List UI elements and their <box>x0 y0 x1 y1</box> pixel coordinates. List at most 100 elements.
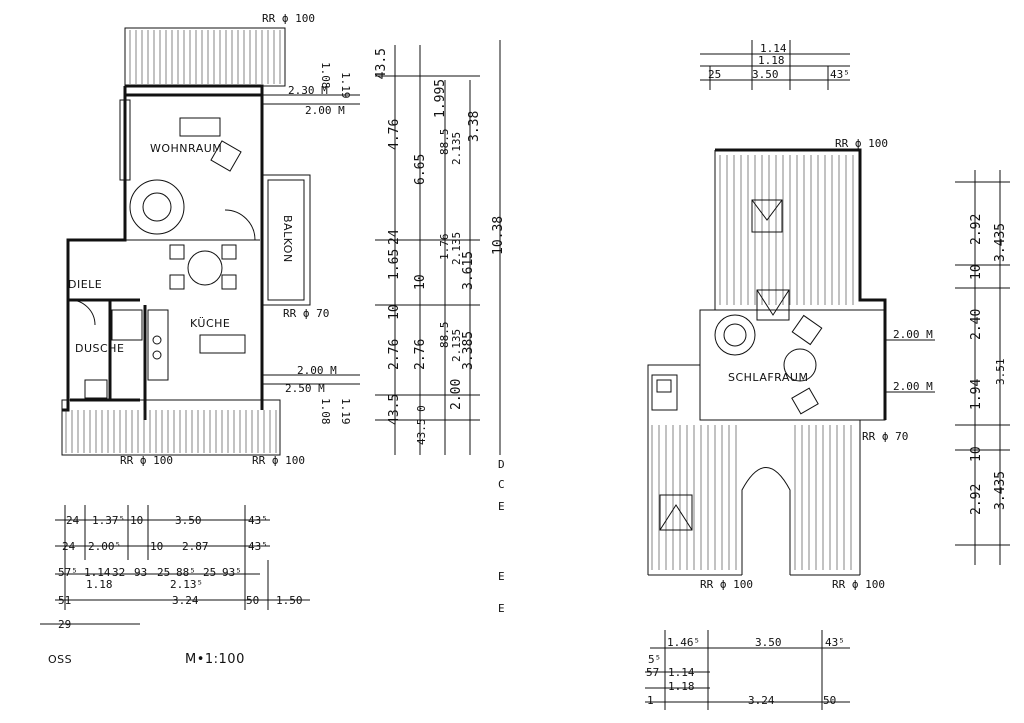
dim-text: 1.08 <box>319 398 332 425</box>
dim-text: 3.24 <box>172 594 199 607</box>
dim-text: 1.76 <box>438 234 451 261</box>
dim-text: 10 <box>150 540 163 553</box>
balkon-outline <box>261 174 311 306</box>
dim-text: 3.51 <box>994 359 1007 386</box>
right-vertical-dimension-chains <box>955 170 1010 565</box>
pipe-label: RR ϕ 100 <box>700 578 753 591</box>
dim-text: 2.00 M <box>297 364 337 377</box>
dim-text: 6.65 <box>413 154 428 185</box>
dim-text: 10 <box>969 264 984 280</box>
bedroom-furniture <box>714 314 756 356</box>
dim-text: 43⁵ <box>248 514 268 527</box>
margin-marks: D C E E E <box>498 458 505 615</box>
pipe-label: RR ϕ 100 <box>832 578 885 591</box>
margin-mark: C <box>498 478 505 491</box>
dim-text: 10.38 <box>491 216 506 255</box>
dining-table <box>187 250 223 286</box>
right-floor-plan: 1.14 1.18 25 3.50 43⁵ SCHLAFRAUM RR ϕ 10… <box>645 40 1010 710</box>
dim-text: 2.135 <box>450 329 463 362</box>
dim-text: 88.5 <box>438 322 451 349</box>
dim-text: 1.14 <box>760 42 787 55</box>
armchair <box>210 140 242 172</box>
dim-text: 3.50 <box>175 514 202 527</box>
margin-mark: E <box>498 570 505 583</box>
horizontal-dimension-chains <box>40 505 310 625</box>
dim-text: 3.38 <box>467 111 482 142</box>
dim-text: 24 <box>62 540 76 553</box>
dim-text: 32 <box>112 566 125 579</box>
dim-text: 4.76 <box>387 119 402 150</box>
pipe-label: RR ϕ 100 <box>120 454 173 467</box>
dim-text: 10 <box>130 514 143 527</box>
roof-hatch <box>651 155 854 570</box>
shower-tray <box>111 309 143 341</box>
top-balcony-hatch <box>124 27 286 87</box>
dim-text: 50 <box>246 594 259 607</box>
pipe-label: RR ϕ 100 <box>262 12 315 25</box>
dim-text: 1.18 <box>668 680 695 693</box>
dim-text: 1.19 <box>339 398 352 425</box>
dim-text: 1.14 <box>668 666 695 679</box>
dim-text: 2.00 <box>449 379 464 410</box>
dim-text: 1 <box>647 694 654 707</box>
dim-text: 51 <box>58 594 71 607</box>
dim-text: 2.00⁵ <box>88 540 121 553</box>
pipe-label: RR ϕ 70 <box>862 430 908 443</box>
dim-text: 3.385 <box>461 331 476 370</box>
room-label-schlafraum: SCHLAFRAUM <box>728 371 808 384</box>
dim-text: 2.40 <box>969 309 984 340</box>
dim-text: 1.19 <box>339 72 352 99</box>
dim-text: 57 <box>646 666 659 679</box>
skylight <box>751 199 783 233</box>
dim-text: 93 <box>134 566 147 579</box>
dim-text: 1.18 <box>758 54 785 67</box>
margin-mark: E <box>498 500 505 513</box>
dim-text: 24 <box>387 229 402 245</box>
dim-text: 2.00 M <box>893 328 933 341</box>
dim-text: 43⁵ <box>830 68 850 81</box>
dim-text: 2.13⁵ <box>170 578 203 591</box>
dim-text: 5⁵ <box>648 653 661 666</box>
margin-mark: D <box>498 458 505 471</box>
dim-text: 2.50 M <box>285 382 325 395</box>
dim-text: 50 <box>823 694 836 707</box>
dim-text: 2.135 <box>450 232 463 265</box>
pipe-label: RR ϕ 100 <box>252 454 305 467</box>
dim-text: 1.18 <box>86 578 113 591</box>
room-label-kueche: KÜCHE <box>190 317 230 330</box>
dim-text: 1.37⁵ <box>92 514 125 527</box>
dim-text: 3.615 <box>461 251 476 290</box>
dim-text: 3.435 <box>993 471 1008 510</box>
dim-text: 93⁵ <box>222 566 242 579</box>
vertical-dimension-chains <box>375 40 501 455</box>
dim-text: 3.24 <box>748 694 775 707</box>
dim-text: 10 <box>969 446 984 462</box>
bottom-balcony-hatch <box>61 399 281 456</box>
pipe-label: RR ϕ 100 <box>835 137 888 150</box>
dim-text: 2.92 <box>969 484 984 515</box>
dim-text: 43⁵ <box>248 540 268 553</box>
schlafraum-outline <box>699 309 886 421</box>
dim-text: 10 <box>413 274 428 290</box>
dim-text: 88.5 <box>438 129 451 156</box>
dim-text: 3.435 <box>993 223 1008 262</box>
dim-text: 2.135 <box>450 132 463 165</box>
dim-text: 3.50 <box>752 68 779 81</box>
dim-text: 2.00 M <box>893 380 933 393</box>
dim-text: 2.76 <box>387 339 402 370</box>
margin-mark: E <box>498 602 505 615</box>
dim-text: 2.87 <box>182 540 209 553</box>
dim-text: 43.5 <box>387 394 402 425</box>
dim-text: 10 <box>387 304 402 320</box>
dim-text: 1.50 <box>276 594 303 607</box>
left-floor-plan: WOHNRAUM BALKON DIELE KÜCHE DUSCHE RR ϕ … <box>40 12 506 667</box>
dim-text: 2.92 <box>969 214 984 245</box>
dim-text: 2.00 M <box>305 104 345 117</box>
dim-text: 2.76 <box>413 339 428 370</box>
room-label-wohnraum: WOHNRAUM <box>150 142 222 155</box>
dim-text: 43.5 0 <box>415 405 428 445</box>
room-label-balkon: BALKON <box>281 215 294 263</box>
dim-text: 25 <box>708 68 721 81</box>
dim-text: 57⁵ <box>58 566 78 579</box>
dim-text: 29 <box>58 618 71 631</box>
